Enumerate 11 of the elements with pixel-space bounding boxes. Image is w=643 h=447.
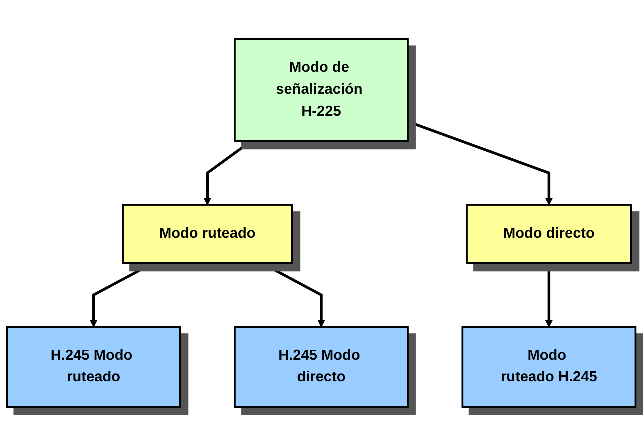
arrow — [408, 120, 554, 206]
arrow — [545, 264, 554, 328]
arrow — [204, 140, 252, 206]
node-box: Modo directo — [466, 204, 632, 264]
arrow — [90, 262, 154, 328]
node-box: Modo ruteado — [122, 204, 294, 264]
arrow — [261, 262, 326, 328]
node-box: Modo ruteado H.245 — [462, 326, 637, 408]
node-box: Modo de señalización H-225 — [234, 38, 409, 142]
node-box: H.245 Modo ruteado — [6, 326, 182, 408]
node-box: H.245 Modo directo — [234, 326, 409, 408]
